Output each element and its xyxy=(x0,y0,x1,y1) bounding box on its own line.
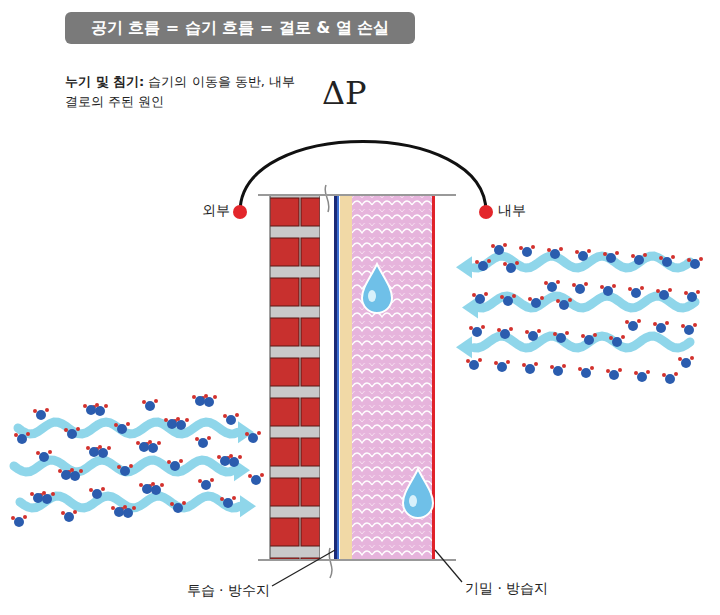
air-flow-head xyxy=(240,495,256,517)
leader-line xyxy=(435,550,462,582)
water-molecule xyxy=(497,327,513,339)
water-molecule xyxy=(681,323,697,335)
water-molecule xyxy=(83,403,99,415)
water-molecule xyxy=(170,501,186,513)
water-molecule xyxy=(472,292,488,304)
water-molecule xyxy=(528,296,544,308)
water-molecule xyxy=(142,399,158,411)
water-molecule xyxy=(550,364,566,376)
water-molecule xyxy=(603,251,619,263)
water-molecule xyxy=(475,259,491,271)
outside-point xyxy=(233,205,247,219)
water-molecule xyxy=(684,290,700,302)
barrier-label: 기밀 · 방습지 xyxy=(465,580,548,598)
title-text: 공기 흐름 = 습기 흐름 = 결로 & 열 손실 xyxy=(91,18,390,39)
water-molecule xyxy=(198,478,214,490)
water-molecule xyxy=(628,286,644,298)
air-flow-arrow xyxy=(18,422,238,434)
air-flow-arrow xyxy=(20,496,240,508)
condensation-drop xyxy=(362,264,392,313)
note-block: 누기 및 침기: 습기의 이동을 동반, 내부 결로의 주된 원인 xyxy=(65,72,310,112)
water-molecule xyxy=(519,245,535,257)
water-molecule xyxy=(466,358,482,370)
brick-layer xyxy=(270,195,320,560)
air-flow-head xyxy=(456,336,472,358)
water-molecule xyxy=(136,440,152,452)
water-molecule xyxy=(631,253,647,265)
membrane-label: 투습 · 방수지 xyxy=(187,582,270,600)
water-molecule xyxy=(547,247,563,259)
water-molecule xyxy=(58,468,74,480)
note-heading: 누기 및 침기: xyxy=(65,74,144,89)
water-molecule xyxy=(30,491,46,503)
inside-label: 내부 xyxy=(498,202,526,220)
inside-point xyxy=(479,205,493,219)
outside-label: 외부 xyxy=(202,202,230,220)
water-molecule xyxy=(494,360,510,372)
water-molecule xyxy=(687,257,703,269)
water-molecule xyxy=(600,284,616,296)
water-molecule xyxy=(14,432,30,444)
water-molecule xyxy=(581,333,597,345)
water-molecule xyxy=(553,331,569,343)
water-molecule xyxy=(578,366,594,378)
water-molecule xyxy=(634,370,650,382)
wrap-membrane xyxy=(334,195,337,560)
water-molecule xyxy=(572,282,588,294)
title-bar: 공기 흐름 = 습기 흐름 = 결로 & 열 손실 xyxy=(65,12,415,44)
leader-line xyxy=(272,550,335,586)
water-molecule xyxy=(33,408,49,420)
water-molecule xyxy=(491,243,507,255)
water-molecule xyxy=(164,417,180,429)
water-molecule xyxy=(220,496,236,508)
water-molecule xyxy=(659,255,675,267)
water-molecule xyxy=(192,394,208,406)
water-molecule xyxy=(556,298,572,310)
condensation-drop xyxy=(403,469,433,518)
water-molecule xyxy=(678,356,694,368)
water-molecule xyxy=(544,280,560,292)
water-molecule xyxy=(217,454,233,466)
water-molecule xyxy=(223,413,239,425)
water-molecule xyxy=(662,372,678,384)
water-molecule xyxy=(36,450,52,462)
pressure-label: ΔP xyxy=(322,74,367,112)
water-molecule xyxy=(248,473,264,485)
water-molecule xyxy=(575,249,591,261)
water-molecule xyxy=(606,368,622,380)
water-molecule xyxy=(653,321,669,333)
water-molecule xyxy=(89,487,105,499)
water-molecule xyxy=(500,294,516,306)
water-molecule xyxy=(61,510,77,522)
water-molecule xyxy=(245,431,261,443)
water-molecule xyxy=(64,427,80,439)
water-molecule xyxy=(625,319,641,331)
water-molecule xyxy=(117,464,133,476)
water-molecule xyxy=(609,335,625,347)
insulation xyxy=(352,195,432,560)
air-gap xyxy=(320,195,334,560)
water-molecule xyxy=(656,288,672,300)
water-molecule xyxy=(469,325,485,337)
water-molecule xyxy=(139,482,155,494)
air-flow-head xyxy=(456,256,472,278)
water-molecule xyxy=(167,459,183,471)
water-molecule xyxy=(111,505,127,517)
sheathing xyxy=(340,195,352,560)
water-molecule xyxy=(86,445,102,457)
water-molecule xyxy=(525,329,541,341)
water-molecule xyxy=(522,362,538,374)
water-molecule xyxy=(195,436,211,448)
water-molecule xyxy=(11,515,27,527)
water-molecule xyxy=(114,422,130,434)
water-molecule xyxy=(503,261,519,273)
